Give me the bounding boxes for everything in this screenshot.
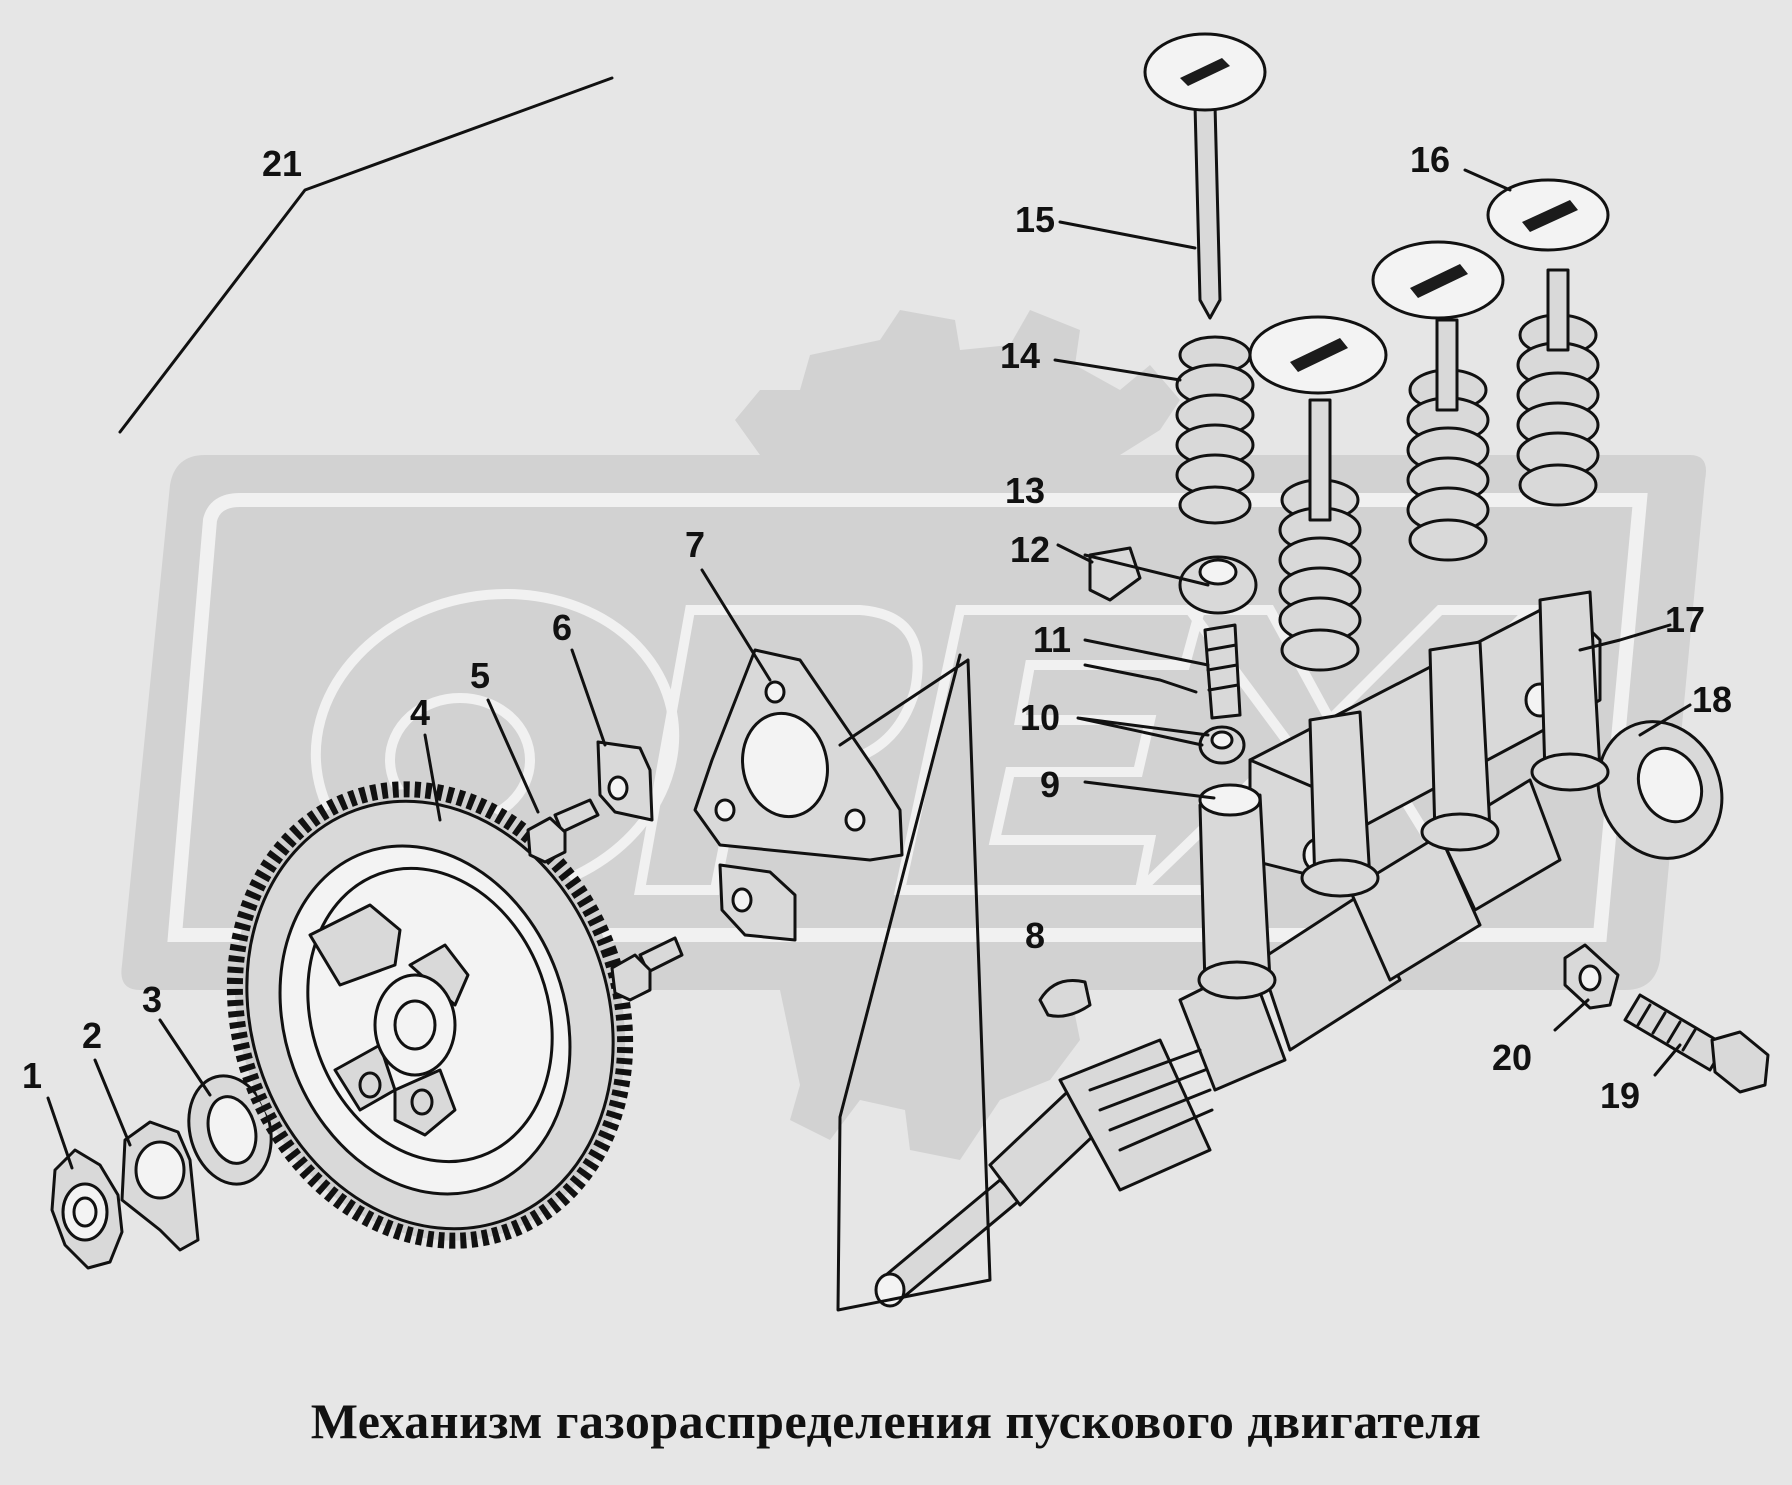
part-4-camshaft-gear (226, 781, 634, 1249)
callout-20: 20 (1492, 1037, 1532, 1078)
part-7-flange (693, 648, 904, 862)
callout-8: 8 (1025, 915, 1045, 956)
part-5-bolt-lower (610, 936, 684, 1002)
part-5-bolt (526, 798, 600, 864)
callout-12: 12 (1010, 529, 1050, 570)
part-16-valve (1248, 315, 1388, 395)
callout-1: 1 (22, 1055, 42, 1096)
part-14-valve-spring (1175, 335, 1255, 525)
callout-4: 4 (410, 692, 430, 733)
callout-6: 6 (552, 607, 572, 648)
part-9-tappet (1197, 783, 1277, 1000)
callout-21: 21 (262, 143, 302, 184)
callout-10: 10 (1020, 697, 1060, 738)
callout-2: 2 (82, 1015, 102, 1056)
part-21-gasket-line (118, 76, 614, 434)
part-6-lock-plate-lower (718, 863, 797, 942)
callouts: 1 2 3 4 5 6 7 8 9 10 11 12 13 14 15 16 1… (22, 139, 1732, 1116)
part-2-lock-washer (120, 1120, 200, 1252)
callout-7: 7 (685, 524, 705, 565)
part-1-lock-nut (50, 1148, 124, 1270)
valve-stems (1308, 268, 1570, 522)
part-10-adjusting-nut (1198, 725, 1246, 765)
callout-19: 19 (1600, 1075, 1640, 1116)
callout-13: 13 (1005, 470, 1045, 511)
part-13-spring-cap (1178, 555, 1258, 615)
callout-15: 15 (1015, 199, 1055, 240)
page-title: Механизм газораспределения пускового дви… (310, 1393, 1482, 1449)
valve-head-4 (1486, 178, 1610, 252)
part-9-tappet-2 (1300, 710, 1380, 898)
spring-assembly-2 (1278, 478, 1362, 672)
part-12-valve-keeper (1088, 546, 1142, 602)
part-20-lock-washer (1563, 943, 1620, 1010)
part-9-tappet-3 (1420, 640, 1500, 852)
callout-11: 11 (1033, 619, 1071, 660)
callout-14: 14 (1000, 335, 1040, 376)
part-8-key (1038, 979, 1092, 1018)
part-3-washer (187, 1074, 273, 1186)
part-6-lock-plate (596, 740, 654, 822)
part-11-adjusting-screw (1203, 623, 1242, 720)
callout-17: 17 (1665, 599, 1705, 640)
camshaft (874, 720, 1724, 1308)
callout-16: 16 (1410, 139, 1450, 180)
part-15-valve (1143, 32, 1267, 320)
callout-9: 9 (1040, 764, 1060, 805)
valve-head-3 (1371, 240, 1505, 320)
callout-18: 18 (1692, 679, 1732, 720)
callout-3: 3 (142, 979, 162, 1020)
callout-5: 5 (470, 655, 490, 696)
part-9-tappet-4 (1530, 590, 1610, 792)
leader-lines (46, 168, 1692, 1312)
part-19-bolt (1623, 993, 1770, 1094)
